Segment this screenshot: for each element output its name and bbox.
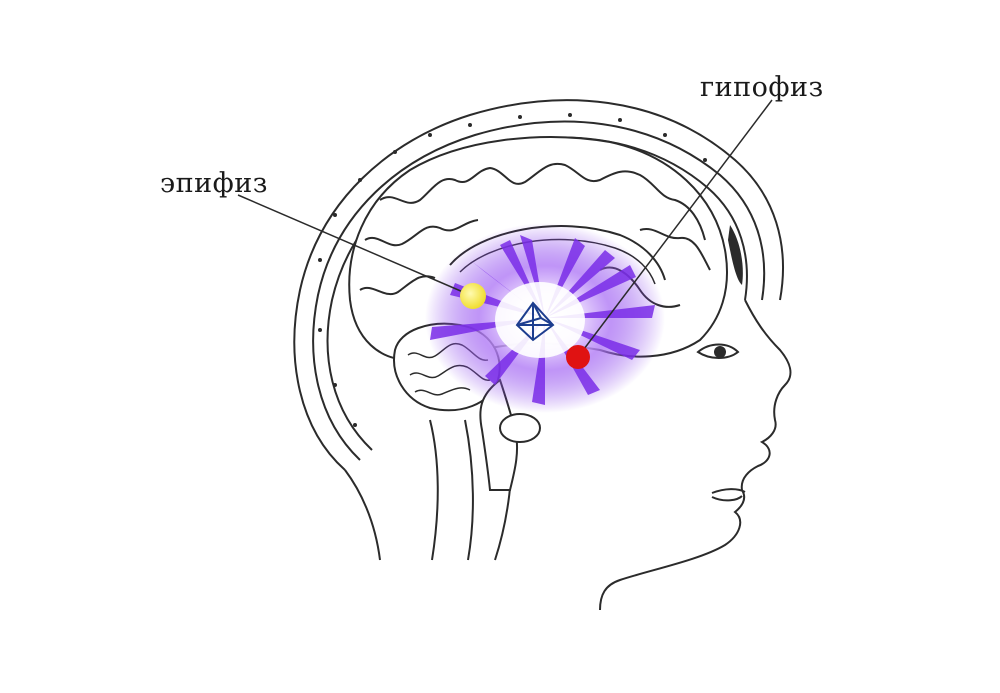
hypophysis-pointer-line bbox=[577, 99, 773, 358]
face-profile bbox=[599, 299, 792, 611]
hypophysis-label: гипофиз bbox=[700, 72, 824, 103]
pons bbox=[499, 413, 541, 443]
octahedron-crystal-icon bbox=[515, 301, 555, 342]
epiphysis-pointer-line bbox=[237, 194, 471, 296]
skull-texture bbox=[318, 113, 707, 427]
hypophysis-marker bbox=[566, 345, 590, 369]
epiphysis-marker bbox=[460, 283, 486, 309]
eye bbox=[696, 343, 740, 359]
frontal-sinus bbox=[728, 225, 743, 285]
energy-glow bbox=[425, 223, 665, 413]
epiphysis-label: эпифиз bbox=[160, 168, 268, 199]
mouth bbox=[711, 488, 746, 502]
